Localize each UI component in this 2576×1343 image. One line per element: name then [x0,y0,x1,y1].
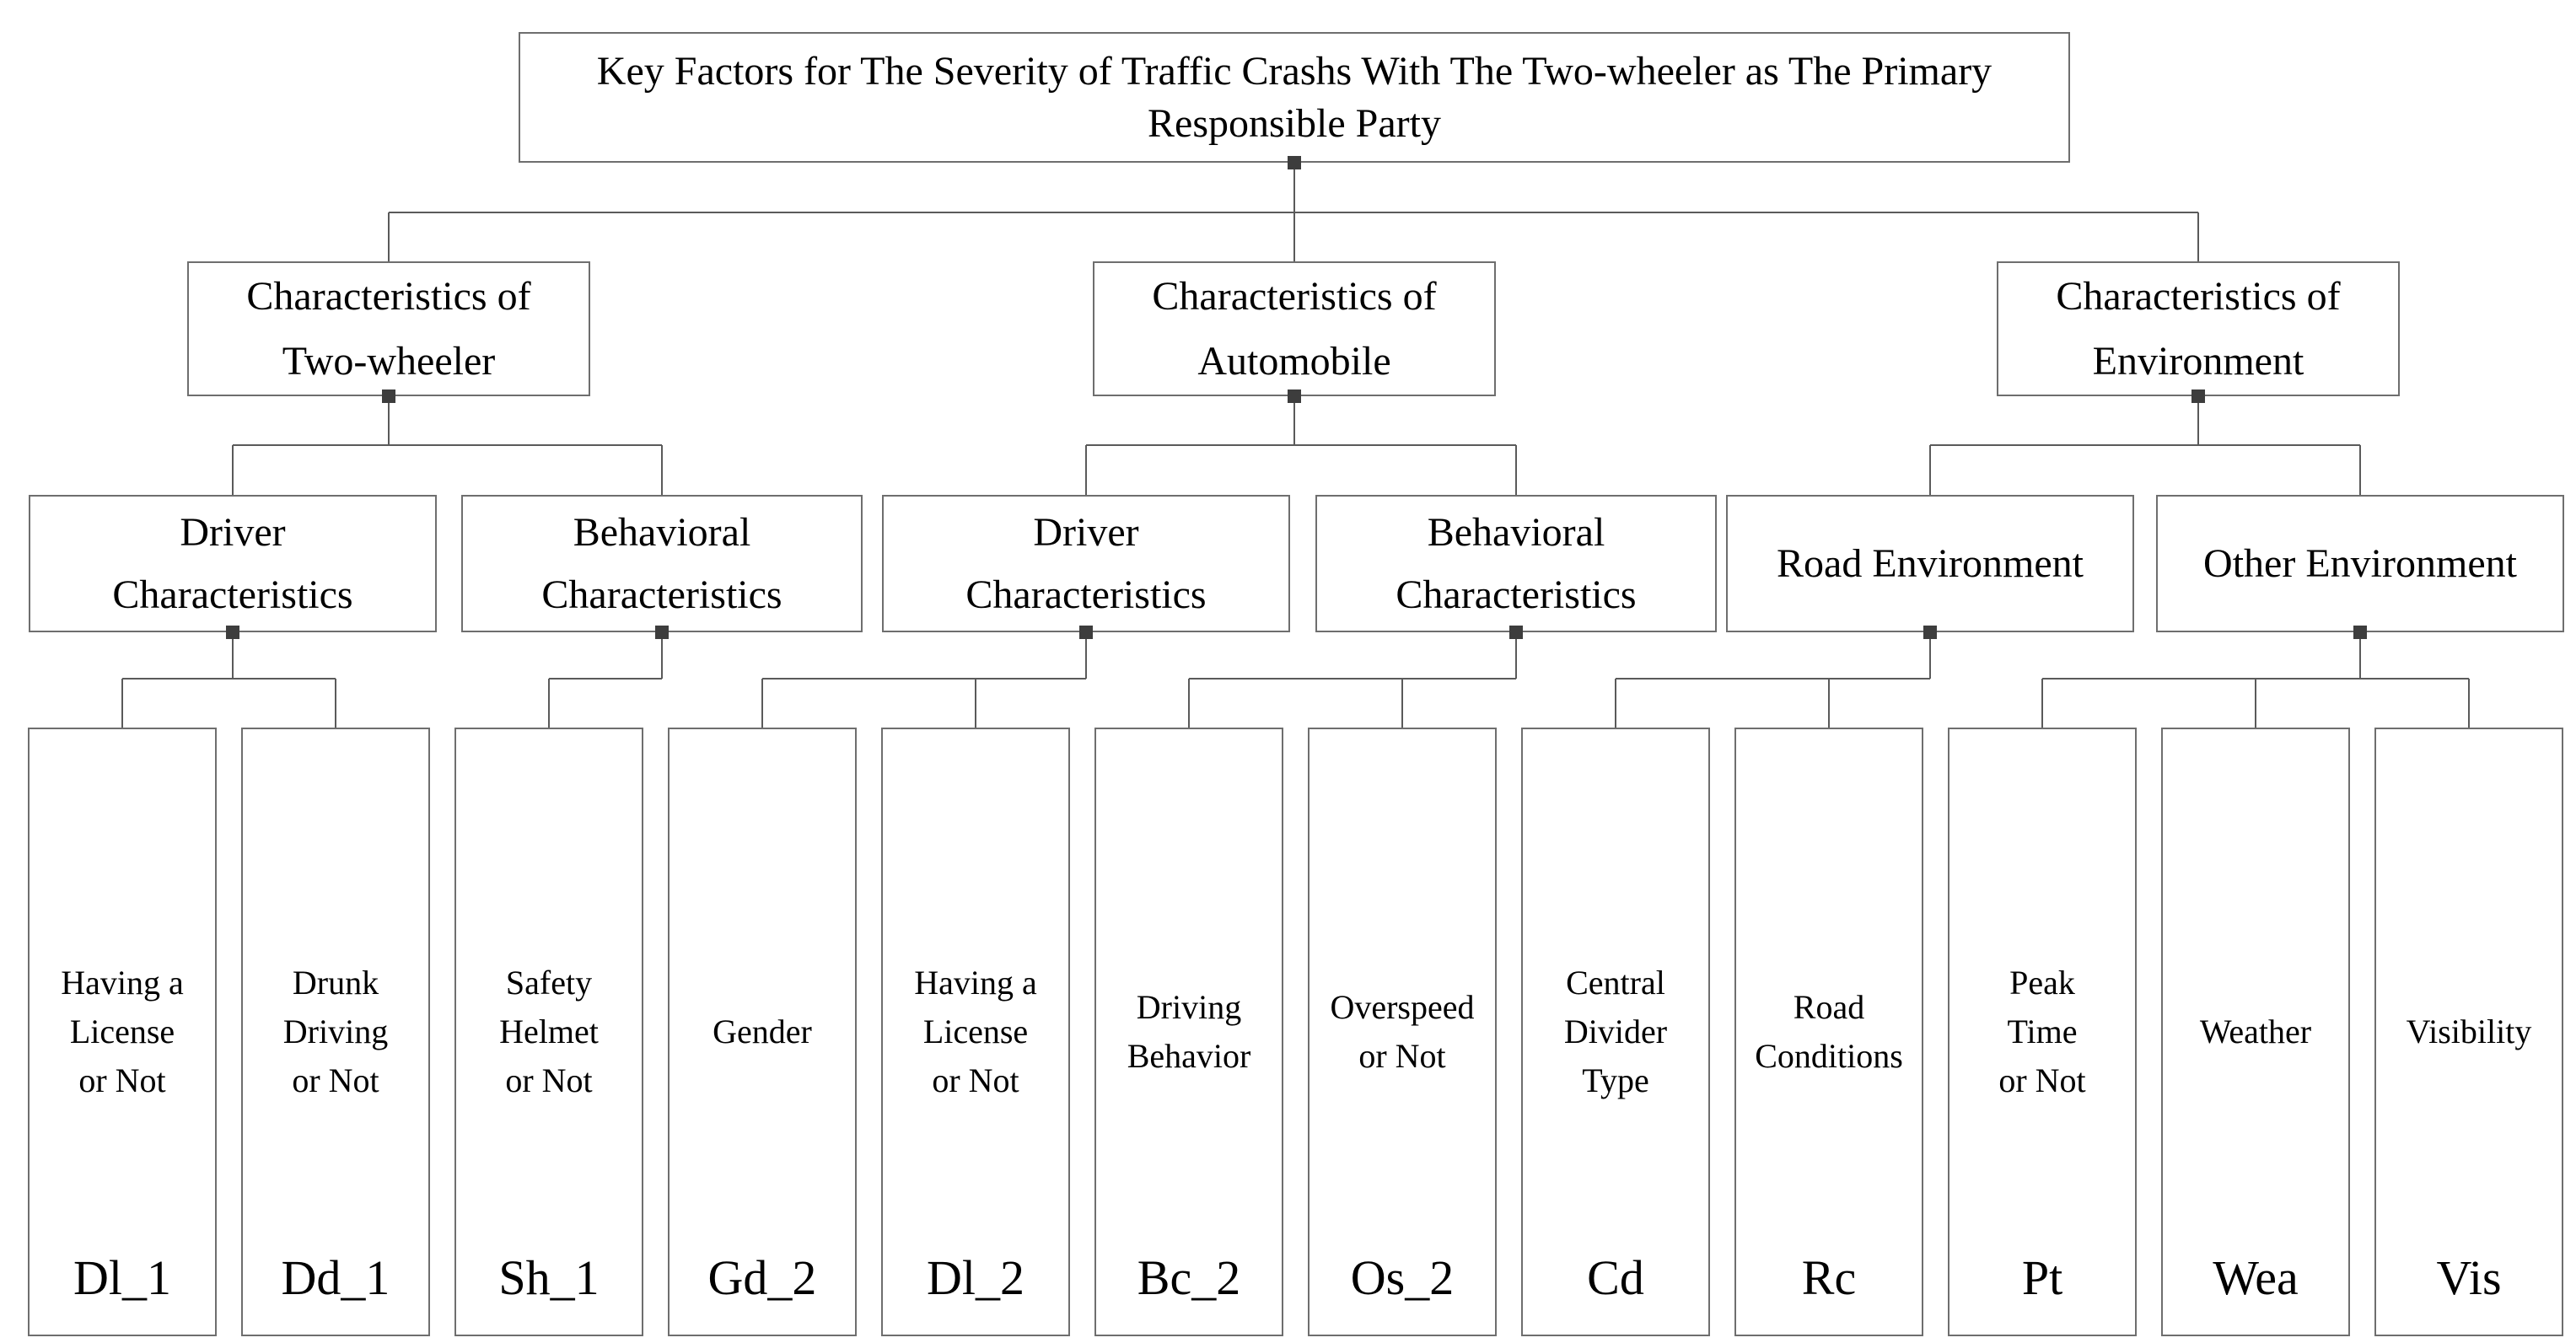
leaf-name: Road Conditions [1755,988,1903,1075]
connector-handle-automobile [1288,389,1301,403]
leaf-vis: Visibility Vis [2374,728,2563,1336]
subbranch-behavioral-characteristics-two-wheeler: Behavioral Characteristics [461,495,863,632]
leaf-os-2: Overspeed or Not Os_2 [1308,728,1497,1336]
leaf-name: Having a License or Not [61,964,184,1099]
leaf-rc: Road Conditions Rc [1734,728,1923,1336]
connector-handle-other-env [2353,626,2367,639]
leaf-name: Gender [713,1013,812,1050]
subbranch-road-environment: Road Environment [1726,495,2134,632]
leaf-sh-1: Safety Helmet or Not Sh_1 [454,728,643,1336]
leaf-code: Cd [1587,1250,1644,1305]
subbranch-driver-characteristics-automobile: Driver Characteristics [882,495,1290,632]
leaf-code: Dl_2 [927,1250,1024,1305]
leaf-name: Central Divider Type [1563,964,1668,1099]
leaf-dl-2: Having a License or Not Dl_2 [881,728,1070,1336]
branch-automobile: Characteristics of Automobile [1093,261,1496,396]
leaf-code: Bc_2 [1137,1250,1241,1305]
subbranch-other-environment: Other Environment [2156,495,2564,632]
leaf-pt: Peak Time or Not Pt [1948,728,2137,1336]
leaf-name: Having a License or Not [914,964,1037,1099]
connector-handle-road-env [1923,626,1937,639]
connector-handle-root [1288,156,1301,169]
connector-handle-behavioral-2w [655,626,669,639]
leaf-code: Os_2 [1350,1250,1455,1305]
leaf-dl-1: Having a License or Not Dl_1 [28,728,217,1336]
leaf-name: Weather [2199,1013,2312,1050]
leaf-code: Rc [1801,1250,1857,1305]
leaf-code: Sh_1 [498,1250,600,1305]
subbranch-driver-characteristics-two-wheeler: Driver Characteristics [29,495,437,632]
leaf-code: Pt [2021,1250,2063,1305]
leaf-code: Wea [2213,1250,2299,1305]
leaf-wea: Weather Wea [2161,728,2350,1336]
leaf-code: Gd_2 [707,1250,817,1305]
branch-environment: Characteristics of Environment [1997,261,2400,396]
leaf-code: Vis [2436,1250,2502,1305]
root-box: Key Factors for The Severity of Traffic … [519,32,2070,163]
leaf-bc-2: Driving Behavior Bc_2 [1094,728,1283,1336]
leaf-name: Overspeed or Not [1330,988,1475,1075]
branch-two-wheeler: Characteristics of Two-wheeler [187,261,590,396]
leaf-cd: Central Divider Type Cd [1521,728,1710,1336]
leaf-dd-1: Drunk Driving or Not Dd_1 [241,728,430,1336]
leaf-name: Visibility [2406,1013,2532,1050]
leaf-name: Drunk Driving or Not [282,964,389,1099]
leaf-name: Peak Time or Not [1998,964,2086,1099]
leaf-name: Safety Helmet or Not [499,964,599,1099]
leaf-code: Dl_1 [73,1250,171,1305]
connector-handle-behavioral-auto [1509,626,1523,639]
leaf-code: Dd_1 [281,1250,390,1305]
leaf-gd-2: Gender Gd_2 [668,728,857,1336]
connector-handle-environment [2191,389,2205,403]
connector-handle-driver-2w [226,626,239,639]
subbranch-behavioral-characteristics-automobile: Behavioral Characteristics [1315,495,1717,632]
connector-handle-two-wheeler [382,389,395,403]
leaf-name: Driving Behavior [1127,988,1251,1075]
connector-handle-driver-auto [1079,626,1093,639]
